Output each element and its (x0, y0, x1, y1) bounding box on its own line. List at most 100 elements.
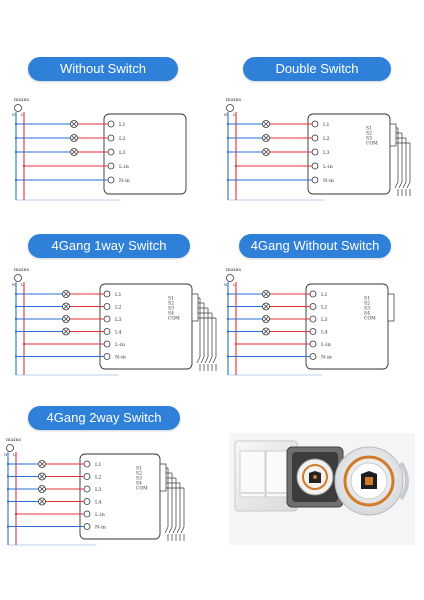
terminal-label: L2 (119, 136, 126, 142)
junction-dot (14, 355, 18, 358)
switch-icon (176, 526, 181, 534)
lamp-icon (70, 148, 78, 156)
terminal-icon (309, 290, 317, 298)
lamp-icon (38, 472, 46, 481)
terminal-icon (83, 523, 91, 530)
terminal-label: L-in (119, 164, 130, 170)
input-label: COM (364, 316, 376, 322)
terminal-icon (83, 485, 91, 493)
junction-dot (6, 462, 10, 466)
junction-dot (14, 150, 18, 154)
mains-plug-icon (14, 104, 22, 112)
title-4gang-without-switch: 4Gang Without Switch (239, 234, 391, 258)
terminal-icon (103, 353, 111, 360)
lamp-icon (62, 290, 70, 298)
terminal-icon (103, 315, 111, 323)
terminal-icon (309, 303, 317, 310)
switch-icon (196, 356, 201, 364)
terminal-icon (309, 340, 317, 348)
mains-plug-icon (226, 104, 234, 112)
terminal-label: L1 (323, 122, 330, 128)
input-label: S2 (366, 131, 372, 137)
junction-dot (226, 317, 230, 321)
title-4gang-1way-switch: 4Gang 1way Switch (28, 234, 190, 258)
input-label: S4 (168, 311, 174, 317)
junction-dot (6, 475, 10, 478)
module-box (103, 113, 187, 195)
terminal-label: L2 (95, 475, 102, 481)
junction-dot (14, 305, 18, 308)
junction-dot (14, 330, 18, 333)
terminal-label: L4 (321, 330, 328, 336)
input-label: S4 (364, 311, 370, 317)
junction-dot (6, 525, 10, 528)
input-label: COM (168, 316, 180, 322)
title-without-switch: Without Switch (28, 57, 178, 81)
terminal-label: L-in (321, 342, 332, 348)
switch-icon (200, 356, 205, 364)
lamp-icon (62, 315, 70, 323)
terminal-label: N-in (321, 355, 333, 361)
terminal-label: L3 (323, 150, 330, 156)
terminal-icon (103, 303, 111, 310)
input-label: COM (136, 486, 148, 492)
junction-dot (14, 317, 18, 321)
junction-dot (6, 500, 10, 503)
junction-dot (226, 150, 230, 154)
lamp-icon (262, 148, 270, 156)
terminal-label: L1 (115, 292, 122, 298)
lamp-icon (38, 460, 46, 468)
switch-icon (204, 356, 209, 364)
terminal-icon (103, 290, 111, 298)
switch-icon (406, 181, 411, 189)
input-label: S2 (364, 301, 370, 307)
junction-dot (226, 355, 230, 358)
live-label: L (13, 452, 16, 457)
terminal-label: L1 (95, 462, 102, 468)
switch-icon (402, 181, 407, 189)
terminal-icon (83, 460, 91, 468)
lamp-icon (70, 120, 78, 128)
terminal-label: N-in (119, 178, 131, 184)
product-photo (229, 433, 415, 545)
module-box (307, 113, 391, 195)
junction-dot (226, 122, 230, 126)
terminal-label: N-in (323, 178, 335, 184)
terminal-label: L-in (115, 342, 126, 348)
terminal-label: L2 (323, 136, 330, 142)
lamp-icon (262, 134, 270, 142)
input-label: S1 (136, 466, 142, 472)
junction-dot (226, 292, 230, 296)
live-label: L (21, 282, 24, 287)
lamp-icon (262, 327, 270, 336)
module-box (99, 283, 193, 370)
title-4gang-2way-switch: 4Gang 2way Switch (28, 406, 180, 430)
terminal-icon (103, 328, 111, 335)
terminal-icon (309, 315, 317, 323)
junction-dot (14, 122, 18, 126)
mains-plug-icon (226, 274, 234, 282)
neutral-label: N (224, 112, 228, 117)
terminal-label: L1 (321, 292, 328, 298)
title-double-switch: Double Switch (243, 57, 391, 81)
terminal-icon (309, 353, 317, 360)
junction-dot (14, 512, 18, 516)
input-label: COM (366, 141, 378, 147)
input-label: S3 (168, 306, 174, 312)
terminal-icon (107, 120, 115, 128)
junction-dot (226, 330, 230, 333)
terminal-icon (83, 473, 91, 480)
terminal-label: N-in (95, 525, 107, 531)
terminal-label: L1 (119, 122, 126, 128)
terminal-icon (311, 120, 319, 128)
terminal-label: L3 (119, 150, 126, 156)
junction-dot (14, 136, 18, 140)
terminal-label: L3 (95, 487, 102, 493)
junction-dot (226, 136, 230, 140)
input-label: S2 (136, 471, 142, 477)
lamp-icon (262, 315, 270, 323)
terminal-label: L-in (95, 512, 106, 518)
